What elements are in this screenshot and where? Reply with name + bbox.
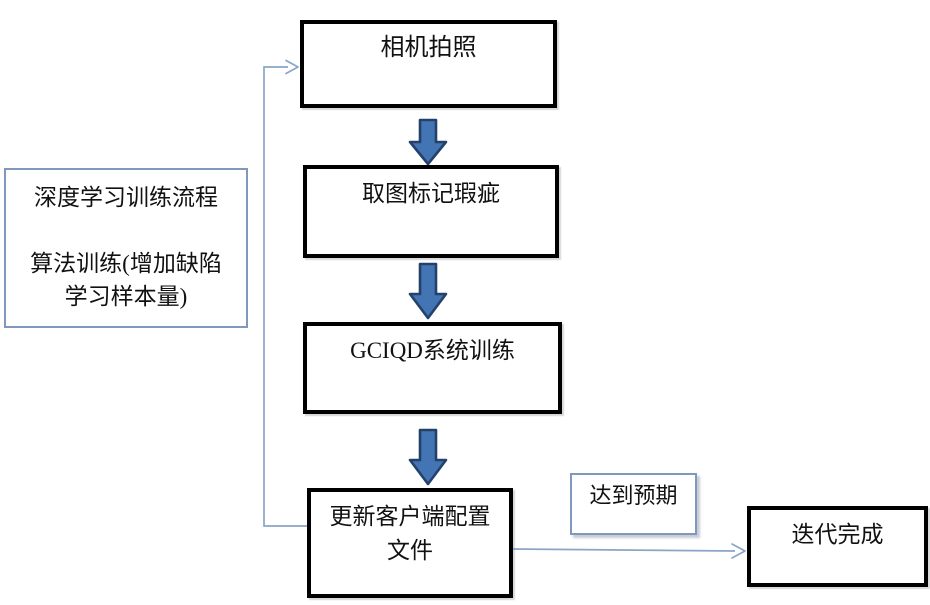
edge-label-expectation-met: 达到预期 <box>570 473 697 535</box>
feedback-arrowhead-icon <box>285 59 299 75</box>
edge-label-expectation-met-text: 达到预期 <box>589 483 678 508</box>
node-image-defect-labeling: 取图标记瑕疵 <box>303 165 559 258</box>
node-iteration-complete: 迭代完成 <box>747 506 928 587</box>
node-update-client-config: 更新客户端配置 文件 <box>307 488 513 598</box>
block-arrow-down-3-icon <box>408 428 448 486</box>
feedback-loop-connector <box>263 66 307 527</box>
expectation-connector <box>512 548 736 552</box>
node-gciqd-system-training-label: GCIQD系统训练 <box>350 338 515 363</box>
node-camera-capture-label: 相机拍照 <box>380 35 477 61</box>
block-arrow-down-2-icon <box>408 262 448 320</box>
block-arrow-down-1-icon <box>408 118 448 166</box>
note-deep-learning-process: 深度学习训练流程 算法训练(增加缺陷 学习样本量) <box>4 168 248 328</box>
node-update-client-config-label: 更新客户端配置 文件 <box>329 504 491 563</box>
node-camera-capture: 相机拍照 <box>300 20 557 108</box>
node-gciqd-system-training: GCIQD系统训练 <box>303 322 562 414</box>
node-image-defect-labeling-label: 取图标记瑕疵 <box>362 181 500 206</box>
expectation-arrowhead-icon <box>731 543 746 559</box>
note-deep-learning-process-text: 深度学习训练流程 算法训练(增加缺陷 学习样本量) <box>30 185 222 309</box>
node-iteration-complete-label: 迭代完成 <box>791 522 884 547</box>
